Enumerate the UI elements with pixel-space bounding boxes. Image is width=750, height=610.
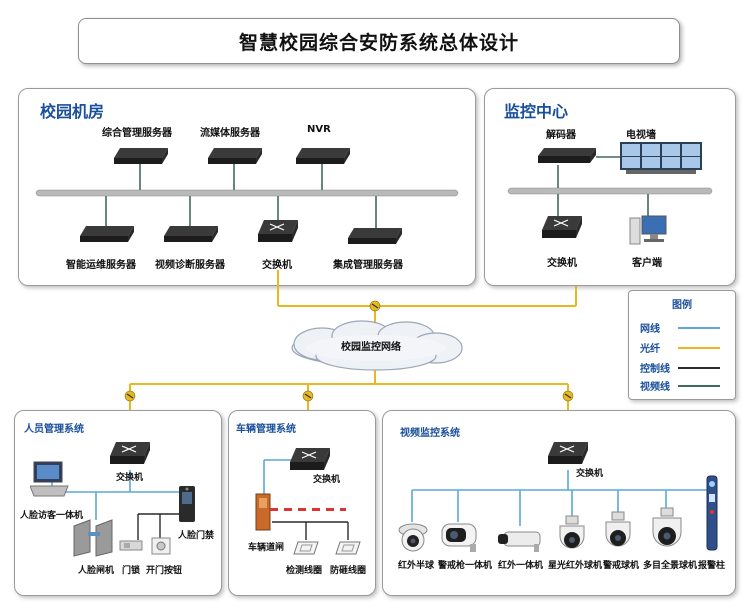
detection-loop-label: 检测线圈	[286, 566, 323, 576]
legend: 图例 网线 光纤 控制线 视频线	[628, 290, 734, 398]
video-title: 视频监控系统	[400, 428, 460, 439]
server-label-integrated-mgmt: 综合管理服务器	[102, 128, 172, 139]
client-pc-icon	[629, 215, 667, 245]
barrier-gate-label: 车辆道闸	[248, 543, 285, 553]
legend-panel	[628, 290, 736, 400]
streaming-server-icon	[208, 148, 262, 164]
integration-server-icon	[348, 228, 402, 244]
open-button-icon	[151, 537, 171, 555]
personnel-switch-label: 交换机	[116, 473, 144, 483]
video-panel	[382, 410, 736, 596]
legend-line-video	[678, 385, 720, 387]
face-access-label: 人脸门禁	[178, 531, 215, 541]
video-switch-label: 交换机	[576, 469, 604, 479]
turnstile-label: 人脸闸机	[78, 566, 115, 576]
diagnosis-server-icon	[164, 226, 218, 242]
camera-label-starlight-ptz: 星光红外球机	[548, 561, 603, 571]
switch-label-core: 交换机	[262, 260, 292, 271]
server-label-ops: 智能运维服务器	[66, 260, 136, 271]
page-title: 智慧校园综合安防系统总体设计	[78, 18, 680, 64]
nvr-icon	[296, 148, 350, 164]
monitor-switch-label: 交换机	[547, 258, 577, 269]
server-label-diagnosis: 视频诊断服务器	[155, 260, 225, 271]
alarm-pillar-icon	[706, 475, 718, 551]
alert-bullet-camera-icon	[441, 523, 477, 552]
decoder-label: 解码器	[546, 130, 576, 141]
client-label: 客户端	[632, 258, 662, 269]
legend-line-control	[678, 367, 720, 369]
ops-server-icon	[80, 226, 134, 242]
camera-label-ir-integrated: 红外一体机	[498, 561, 544, 571]
camera-label-alert-ptz: 警戒球机	[603, 561, 640, 571]
monitor-center-panel	[484, 88, 736, 286]
legend-line-fiber	[678, 347, 720, 349]
vehicle-panel	[228, 410, 376, 596]
personnel-title: 人员管理系统	[24, 424, 84, 435]
starlight-ptz-camera-icon	[559, 515, 585, 549]
campus-room-title: 校园机房	[40, 102, 105, 121]
open-button-label: 开门按钮	[146, 566, 183, 576]
integrated-server-icon	[114, 148, 168, 164]
server-label-streaming: 流媒体服务器	[200, 128, 260, 139]
visitor-kiosk-icon	[30, 461, 69, 497]
core-switch-icon	[258, 220, 298, 242]
network-label: 校园监控网络	[341, 342, 401, 353]
door-lock-label: 门锁	[122, 566, 141, 576]
vehicle-switch-label: 交换机	[313, 475, 341, 485]
ir-integrated-camera-icon	[498, 531, 541, 552]
face-access-icon	[179, 486, 195, 522]
ir-dome-camera-icon	[398, 523, 428, 552]
decoder-icon	[538, 148, 596, 163]
alarm-pillar-label: 报警柱	[698, 561, 726, 571]
campus-room-panel	[18, 88, 476, 286]
video-switch-icon	[548, 442, 588, 464]
monitor-center-title: 监控中心	[504, 102, 569, 121]
personnel-switch-icon	[110, 442, 150, 464]
camera-label-alert-bullet: 警戒枪一体机	[438, 561, 493, 571]
detection-loop-icon	[293, 541, 319, 555]
server-label-nvr: NVR	[307, 124, 331, 135]
tv-wall-icon	[620, 142, 702, 174]
legend-label-network: 网线	[640, 324, 660, 335]
server-label-integration: 集成管理服务器	[333, 260, 403, 271]
alert-ptz-camera-icon	[605, 511, 631, 547]
camera-label-ir-dome: 红外半球	[398, 561, 435, 571]
camera-label-panoramic-ptz: 多目全景球机	[643, 561, 698, 571]
turnstile-icon	[73, 519, 113, 557]
anti-smash-loop-label: 防砸线圈	[330, 566, 367, 576]
vehicle-title: 车辆管理系统	[236, 424, 296, 435]
cloud-icon	[291, 320, 463, 371]
tv-wall-label: 电视墙	[626, 130, 656, 141]
panoramic-ptz-camera-icon	[652, 507, 682, 547]
barrier-gate-icon	[255, 493, 346, 531]
legend-title: 图例	[672, 300, 692, 311]
visitor-kiosk-label: 人脸访客一体机	[20, 511, 84, 521]
monitor-switch-icon	[542, 216, 582, 238]
legend-label-video: 视频线	[640, 382, 670, 393]
anti-smash-loop-icon	[335, 541, 361, 555]
legend-label-control: 控制线	[640, 364, 670, 375]
legend-line-network	[678, 327, 720, 329]
legend-label-fiber: 光纤	[640, 344, 660, 355]
door-lock-icon	[119, 540, 143, 551]
vehicle-switch-icon	[290, 448, 330, 470]
